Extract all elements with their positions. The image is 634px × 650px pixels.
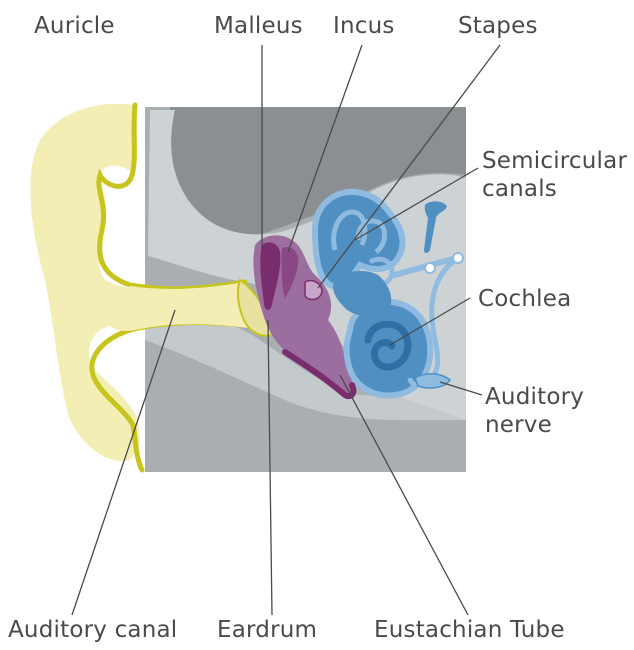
label-stapes: Stapes <box>458 12 538 40</box>
label-incus: Incus <box>333 12 395 40</box>
label-auditory-canal: Auditory canal <box>8 616 177 644</box>
label-semicircular-line1: Semicircular <box>482 147 627 175</box>
label-auditory-nerve-line1: Auditory <box>485 383 584 411</box>
label-malleus: Malleus <box>214 12 303 40</box>
label-semicircular-canals: Semicircular canals <box>482 147 627 203</box>
label-eustachian-tube: Eustachian Tube <box>374 616 565 644</box>
nerve-end-1 <box>425 263 435 273</box>
label-auditory-nerve-line2: nerve <box>485 411 584 439</box>
label-auricle: Auricle <box>34 12 115 40</box>
nerve-end-2 <box>453 253 463 263</box>
label-semicircular-line2: canals <box>482 175 627 203</box>
label-auditory-nerve: Auditory nerve <box>485 383 584 439</box>
label-eardrum: Eardrum <box>217 616 317 644</box>
label-cochlea: Cochlea <box>478 285 571 313</box>
